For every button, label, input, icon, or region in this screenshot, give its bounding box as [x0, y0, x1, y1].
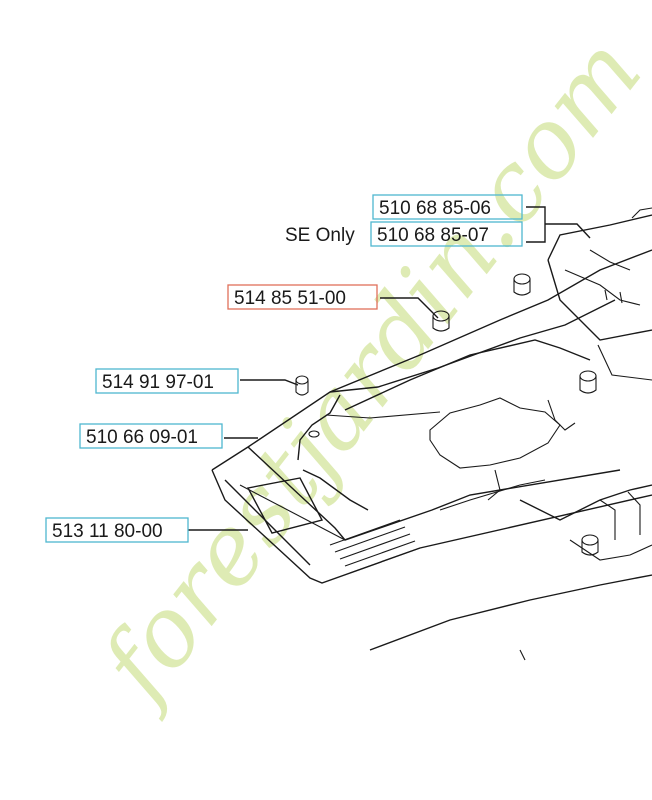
svg-text:514 85 51-00: 514 85 51-00: [234, 288, 346, 309]
highlight-box: [79, 423, 223, 449]
watermark-text: forestjardin.com: [76, 17, 652, 724]
svg-text:510 68 85-07: 510 68 85-07: [377, 225, 489, 246]
highlight-box: [372, 194, 523, 220]
svg-text:510 68 85-06: 510 68 85-06: [379, 198, 491, 219]
highlight-box: [95, 368, 239, 394]
bolt-icon: [432, 310, 450, 332]
part-label-510-66-09-01[interactable]: 510 66 09-01: [79, 423, 223, 449]
bolt-icon: [513, 273, 531, 296]
svg-text:513 11 80-00: 513 11 80-00: [52, 521, 163, 542]
bolt-icon: [579, 370, 597, 394]
bolt-icon: [581, 534, 599, 556]
part-label-514-85-51-00[interactable]: 514 85 51-00: [227, 284, 378, 310]
cover-body-drawing: [211, 207, 652, 661]
watermark: forestjardin.com: [76, 17, 652, 724]
part-label-510-68-85-06[interactable]: 510 68 85-06: [372, 194, 523, 220]
screw-icon: [295, 375, 309, 396]
bolt-icon: [308, 430, 320, 438]
highlight-box: [45, 517, 189, 543]
part-label-513-11-80-00[interactable]: 513 11 80-00: [45, 517, 189, 543]
svg-text:514 91 97-01: 514 91 97-01: [102, 372, 214, 393]
svg-text:510 66 09-01: 510 66 09-01: [86, 427, 198, 448]
se-only-note: SE Only: [285, 225, 355, 246]
highlight-box: [370, 221, 523, 247]
part-label-514-91-97-01[interactable]: 514 91 97-01: [95, 368, 239, 394]
part-label-510-68-85-07[interactable]: SE Only 510 68 85-07: [285, 221, 523, 247]
leader-lines: [188, 206, 591, 531]
highlight-box: [227, 284, 378, 310]
